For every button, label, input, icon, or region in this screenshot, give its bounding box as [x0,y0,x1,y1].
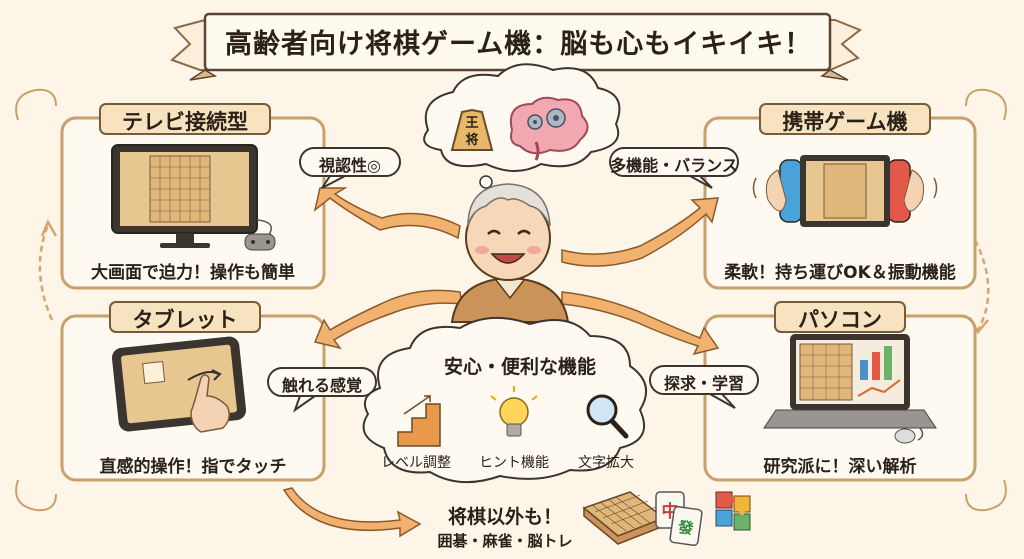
others-title: 将棋以外も！ [447,506,562,528]
puzzle-icon [715,491,751,531]
others-subtitle: 囲碁・麻雀・脳トレ [437,532,573,550]
tab-tablet-title [109,301,261,333]
left-side-arrow [38,224,54,321]
handheld-bubble-text: 多機能・バランス [610,156,738,175]
mahjong-tile-hatsu: 發 [676,518,695,538]
arrow-to-tablet [313,289,463,350]
tv-title: テレビ接続型 [122,110,248,134]
handheld-caption: 柔軟！持ち運びOK＆振動機能 [724,263,956,283]
bubble-tv [299,147,401,177]
corner-flourish-icon [15,88,1007,512]
tab-handheld-title [759,103,931,135]
arrow-to-others [282,487,422,538]
title-banner [170,12,862,81]
tab-tv-title [99,103,271,135]
tablet-touch-icon [111,336,247,433]
magnifier-icon [586,394,629,439]
feature-level: レベル調整 [381,455,451,471]
feature-hint: ヒント機能 [479,455,549,471]
go-board-icon [582,491,666,545]
tablet-caption: 直感的操作！指でタッチ [99,457,287,477]
tablet-title: タブレット [132,308,238,332]
stairs-icon [397,394,441,447]
shogi-char-top: 王 [465,116,478,131]
pc-title: パソコン [798,308,882,332]
bubble-pc [649,365,759,395]
bubble-tablet [267,367,377,397]
pc-caption: 研究派に！深い解析 [763,457,917,477]
right-side-arrow [973,239,990,331]
shogi-char-bottom: 将 [465,132,478,148]
tv-caption: 大画面で迫力！操作も簡単 [91,263,295,283]
arrow-to-handheld [561,197,719,267]
lightbulb-icon [490,386,538,437]
page-title: 高齢者向け将棋ゲーム機：脳も心もイキイキ！ [225,29,813,60]
arrow-to-pc [561,291,720,356]
brain-gears-icon [510,96,589,161]
features-title: 安心・便利な機能 [443,356,596,378]
tv-bubble-text: 視認性◎ [319,156,381,175]
shogi-piece-icon: 王 将 [450,108,494,151]
tablet-bubble-text: 触れる感覚 [281,376,362,395]
tv-gamepad-icon [111,144,276,251]
smiling-senior-icon [450,183,570,323]
handheld-console-icon [752,155,938,227]
arrow-to-tv [313,187,461,240]
laptop-analysis-icon [763,334,937,444]
feature-zoom: 文字拡大 [578,455,634,471]
tab-pc-title [774,301,906,333]
handheld-title: 携帯ゲーム機 [782,110,908,134]
pc-bubble-text: 探求・学習 [663,374,744,393]
bubble-handheld [609,147,739,177]
mahjong-tiles-icon: 中 發 [655,491,703,547]
